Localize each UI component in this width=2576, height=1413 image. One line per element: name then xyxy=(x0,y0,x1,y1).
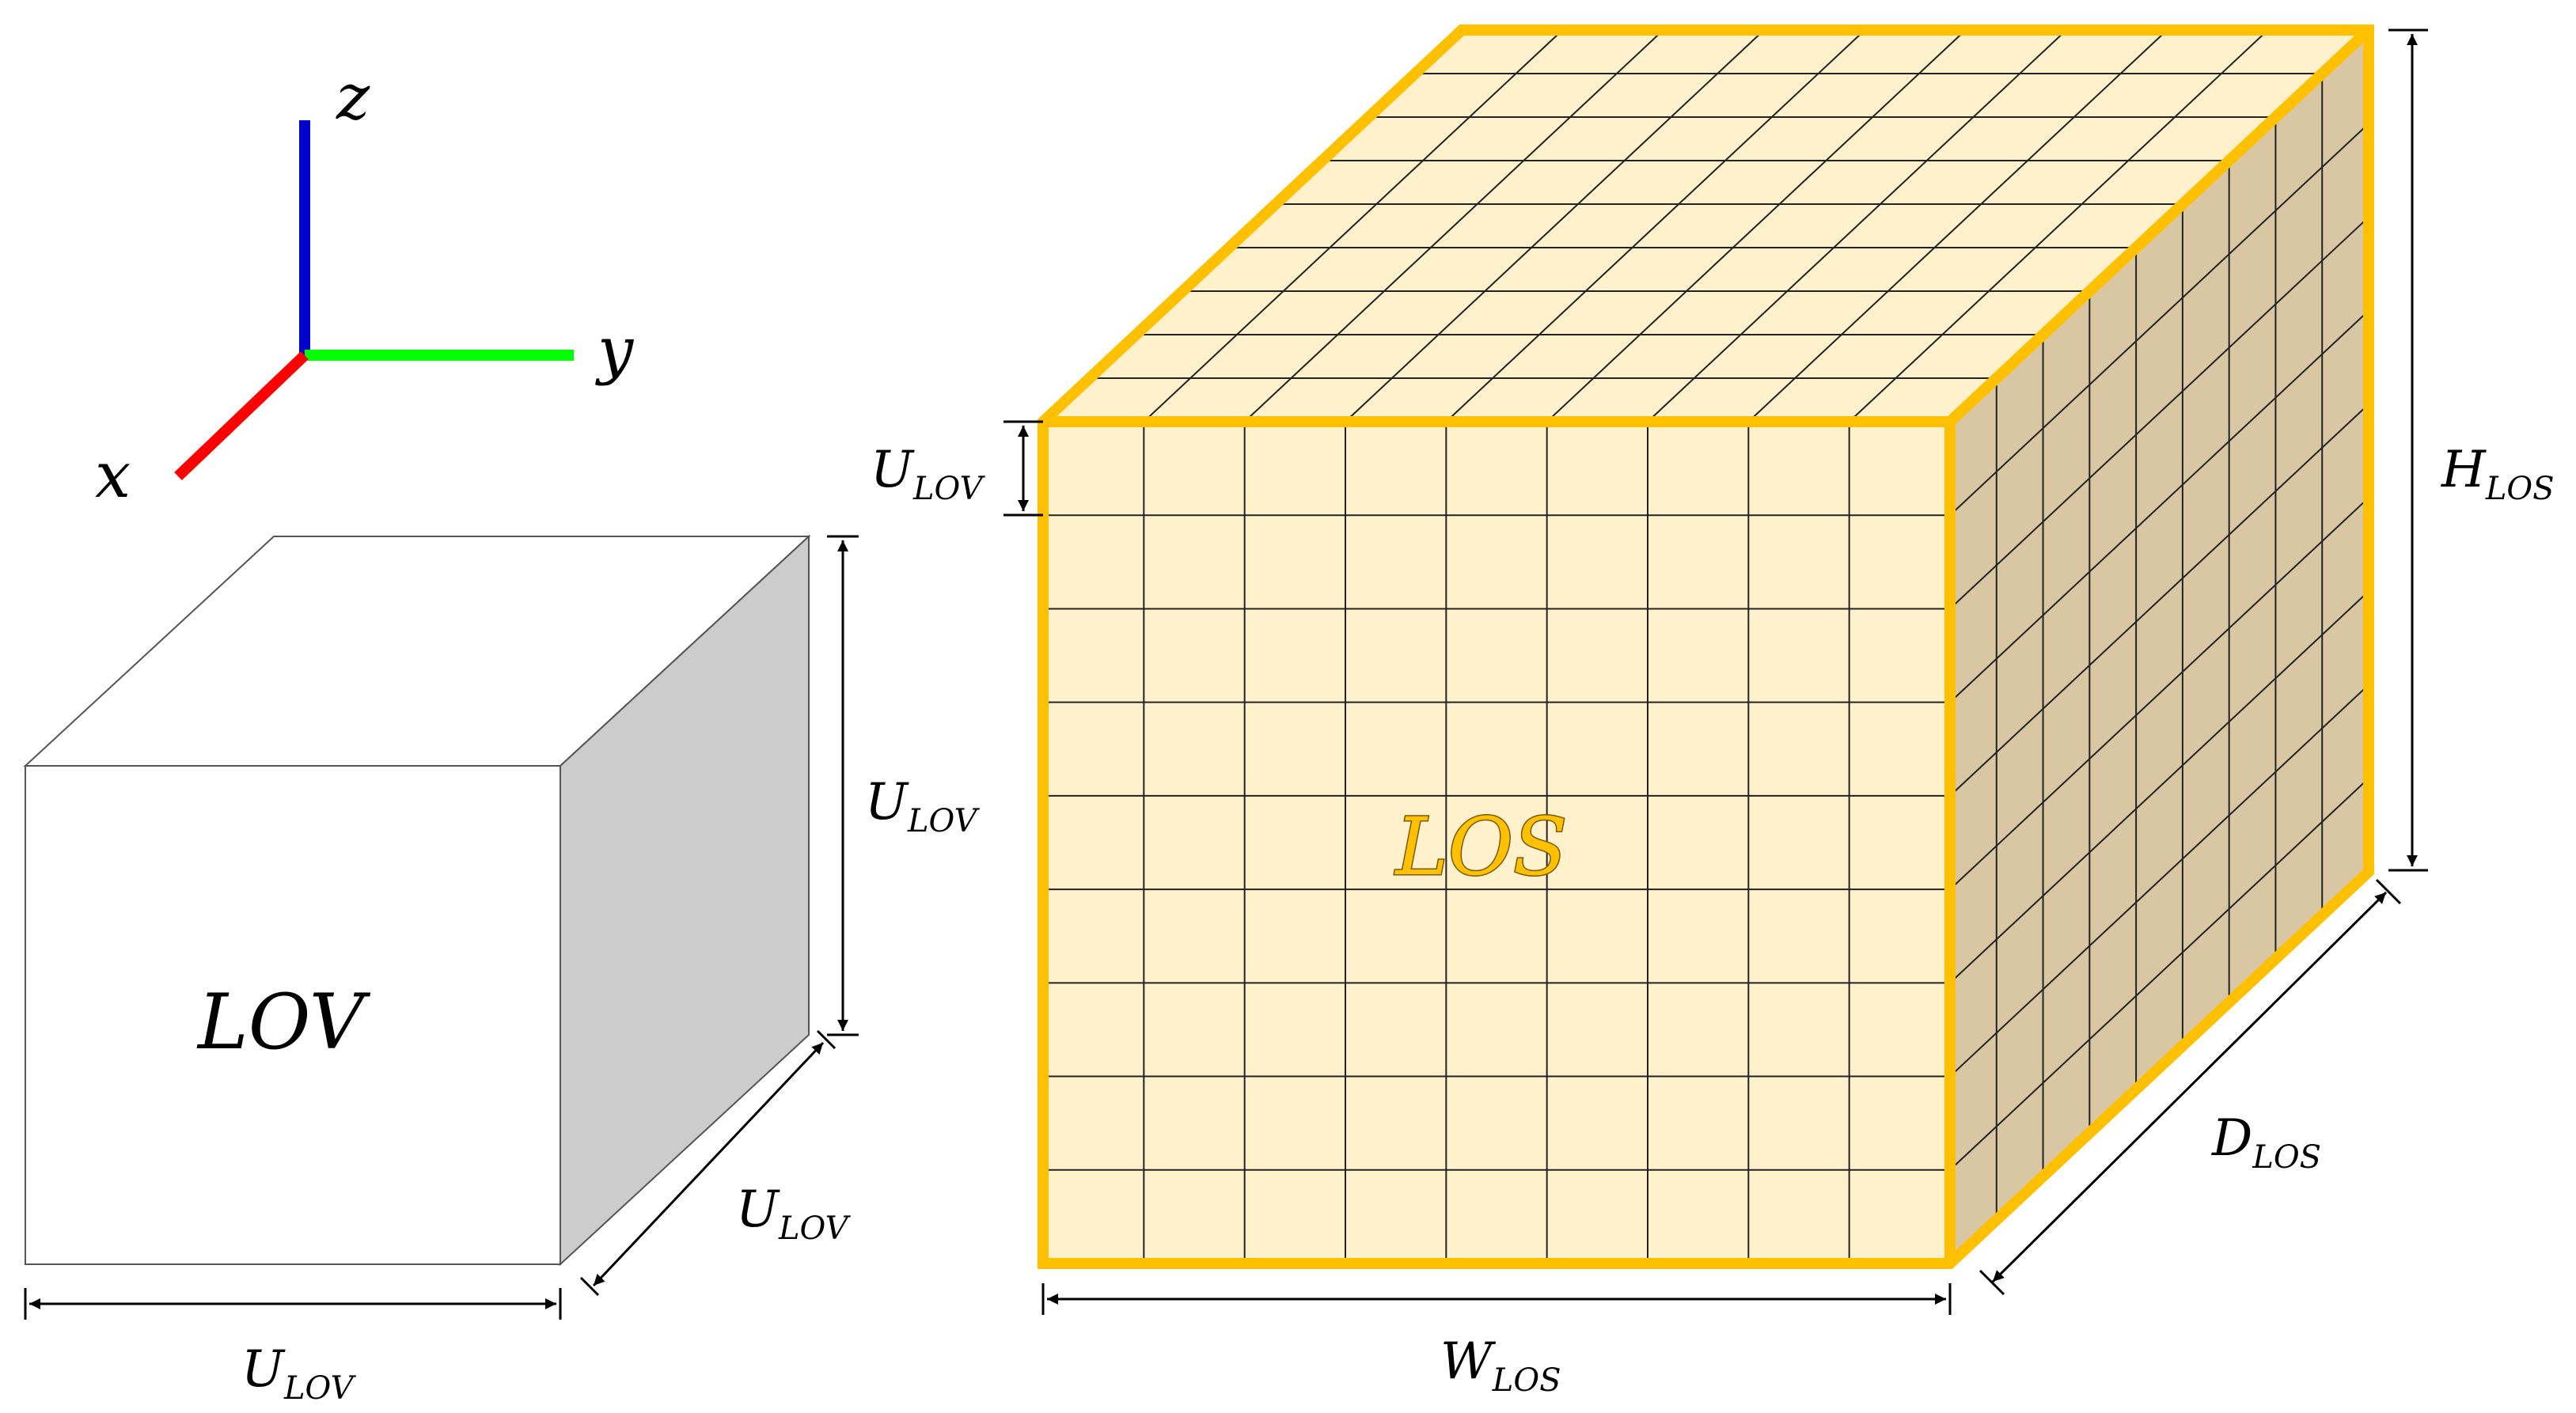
y-axis-label: y xyxy=(595,313,635,387)
lov-front-face xyxy=(25,765,561,1265)
los-top-grid-line xyxy=(1546,29,1967,422)
axis-triad: z y x xyxy=(95,60,635,512)
los-depth-label: DLOS xyxy=(2211,1109,2321,1176)
los-side-grid-line xyxy=(1949,403,2369,797)
lov-cube: LOV xyxy=(23,534,811,1267)
los-top-grid-line xyxy=(1647,29,2067,422)
los-depth-dimension: DLOS xyxy=(1978,878,2402,1296)
los-cell-dimension: ULOV xyxy=(871,420,1043,517)
lov-width-dimension: ULOV xyxy=(24,1288,562,1407)
los-height-label: HLOS xyxy=(2441,441,2555,507)
lov-height-dimension: ULOV xyxy=(827,535,981,1036)
z-axis-label: z xyxy=(336,60,370,134)
los-cube: LOS xyxy=(1038,25,2374,1269)
los-height-dimension: HLOS xyxy=(2388,28,2555,872)
los-top-right-edge xyxy=(1946,25,2373,426)
x-axis xyxy=(174,350,309,481)
los-width-dimension: WLOS xyxy=(1041,1283,1952,1399)
x-axis-label: x xyxy=(95,438,131,512)
los-top-grid-line xyxy=(1445,29,1866,422)
los-top-grid-line xyxy=(1848,29,2269,422)
los-cell-label: ULOV xyxy=(871,441,986,507)
los-top-grid-line xyxy=(1747,29,2168,422)
los-front-face xyxy=(1043,422,1950,1263)
los-side-grid-line xyxy=(1949,123,2369,516)
los-side-grid-line xyxy=(1949,309,2369,703)
los-width-label: WLOS xyxy=(1440,1332,1561,1399)
los-side-grid-line xyxy=(1949,497,2369,890)
los-outline xyxy=(1038,25,2374,1269)
lov-name: LOV xyxy=(196,978,371,1066)
los-name: LOS xyxy=(1394,801,1568,893)
lov-height-label: ULOV xyxy=(865,773,981,839)
lov-depth-label: ULOV xyxy=(736,1180,852,1247)
los-side-grid-line xyxy=(1949,216,2369,610)
los-top-face xyxy=(1043,30,2369,422)
los-top-grid-line xyxy=(1345,29,1765,422)
lov-width-label: ULOV xyxy=(241,1340,357,1407)
lov-depth-dimension: ULOV xyxy=(579,1029,852,1297)
los-top-grid-line xyxy=(1243,29,1664,422)
los-top-grid-line xyxy=(1143,29,1564,422)
